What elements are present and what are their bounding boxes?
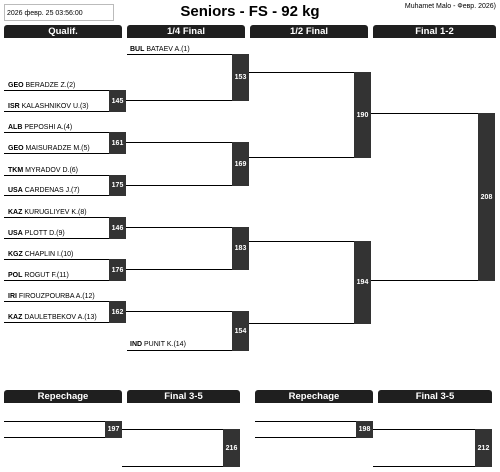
bracket-line xyxy=(373,429,475,430)
athlete-6: TKM MYRADOV D.(6) xyxy=(8,167,79,174)
column-quarter-final: 1/4 Final xyxy=(127,25,245,38)
bracket-line xyxy=(122,466,223,467)
match-box-169: 169 xyxy=(232,142,249,186)
credit-label: Muhamet Malo - Февр. 2026) xyxy=(404,3,496,10)
match-box-146: 146 xyxy=(109,217,126,239)
match-box-153: 153 xyxy=(232,54,249,101)
match-box-183: 183 xyxy=(232,227,249,270)
bracket-line xyxy=(4,301,109,302)
bracket-line xyxy=(371,280,478,281)
bracket-line xyxy=(249,157,354,158)
athlete-8: KAZ KURUGLIYEV K.(8) xyxy=(8,209,87,216)
athlete-7: USA CARDENAS J.(7) xyxy=(8,187,80,194)
athlete-5: GEO MAISURADZE M.(5) xyxy=(8,145,90,152)
column-qualif: Qualif. xyxy=(4,25,122,38)
bracket-line xyxy=(126,142,232,143)
column-semi-final: 1/2 Final xyxy=(250,25,368,38)
bracket-line xyxy=(249,241,354,242)
athlete-4: ALB PEPOSHI A.(4) xyxy=(8,124,73,131)
match-box-161: 161 xyxy=(109,132,126,154)
bracket-line xyxy=(4,217,109,218)
bracket-line xyxy=(4,259,109,260)
bracket-line xyxy=(126,185,232,186)
bracket-line xyxy=(126,100,232,101)
athlete-14: IND PUNIT K.(14) xyxy=(130,341,186,348)
bracket-line xyxy=(4,132,109,133)
final-3-5-left-header: Final 3-5 xyxy=(127,390,240,403)
athlete-2: GEO BERADZE Z.(2) xyxy=(8,82,76,89)
bracket-line xyxy=(4,175,109,176)
match-box-145: 145 xyxy=(109,90,126,112)
match-box-176: 176 xyxy=(109,259,126,281)
page-title: Seniors - FS - 92 kg xyxy=(180,3,320,20)
bracket-line xyxy=(249,323,354,324)
datetime-label: 2026 февр. 25 03:56:00 xyxy=(4,4,114,21)
match-box-212: 212 xyxy=(475,429,492,467)
match-box-194: 194 xyxy=(354,241,371,324)
bracket-line xyxy=(4,238,109,239)
final-3-5-right-header: Final 3-5 xyxy=(378,390,492,403)
match-box-162: 162 xyxy=(109,301,126,323)
athlete-11: POL ROGUT F.(11) xyxy=(8,272,69,279)
match-box-216: 216 xyxy=(223,429,240,467)
match-box-198: 198 xyxy=(356,421,373,438)
bracket-line xyxy=(127,350,232,351)
bracket-line xyxy=(4,437,105,438)
athlete-12: IRI FIROUZPOURBA A.(12) xyxy=(8,293,95,300)
bracket-line xyxy=(249,72,354,73)
bracket-line xyxy=(4,153,109,154)
repechage-left-header: Repechage xyxy=(4,390,122,403)
column-final: Final 1-2 xyxy=(373,25,496,38)
bracket-line xyxy=(126,311,232,312)
match-box-197: 197 xyxy=(105,421,122,438)
bracket-line xyxy=(122,429,223,430)
repechage-right-header: Repechage xyxy=(255,390,373,403)
match-box-190: 190 xyxy=(354,72,371,158)
bracket-line xyxy=(373,466,475,467)
bracket-line xyxy=(127,54,232,55)
bracket-line xyxy=(126,269,232,270)
bracket-line xyxy=(255,437,356,438)
athlete-10: KGZ CHAPLIN I.(10) xyxy=(8,251,74,258)
athlete-1: BUL BATAEV A.(1) xyxy=(130,46,190,53)
bracket-line xyxy=(4,322,109,323)
bracket-line xyxy=(255,421,356,422)
bracket-line xyxy=(4,111,109,112)
match-box-154: 154 xyxy=(232,311,249,351)
bracket-line xyxy=(4,421,105,422)
athlete-9: USA PLOTT D.(9) xyxy=(8,230,65,237)
bracket-line xyxy=(371,113,478,114)
bracket-line xyxy=(4,90,109,91)
match-box-175: 175 xyxy=(109,175,126,196)
athlete-3: ISR KALASHNIKOV U.(3) xyxy=(8,103,89,110)
bracket-line xyxy=(4,195,109,196)
bracket-line xyxy=(126,227,232,228)
bracket-line xyxy=(4,280,109,281)
athlete-13: KAZ DAULETBEKOV A.(13) xyxy=(8,314,97,321)
match-box-208: 208 xyxy=(478,113,495,281)
